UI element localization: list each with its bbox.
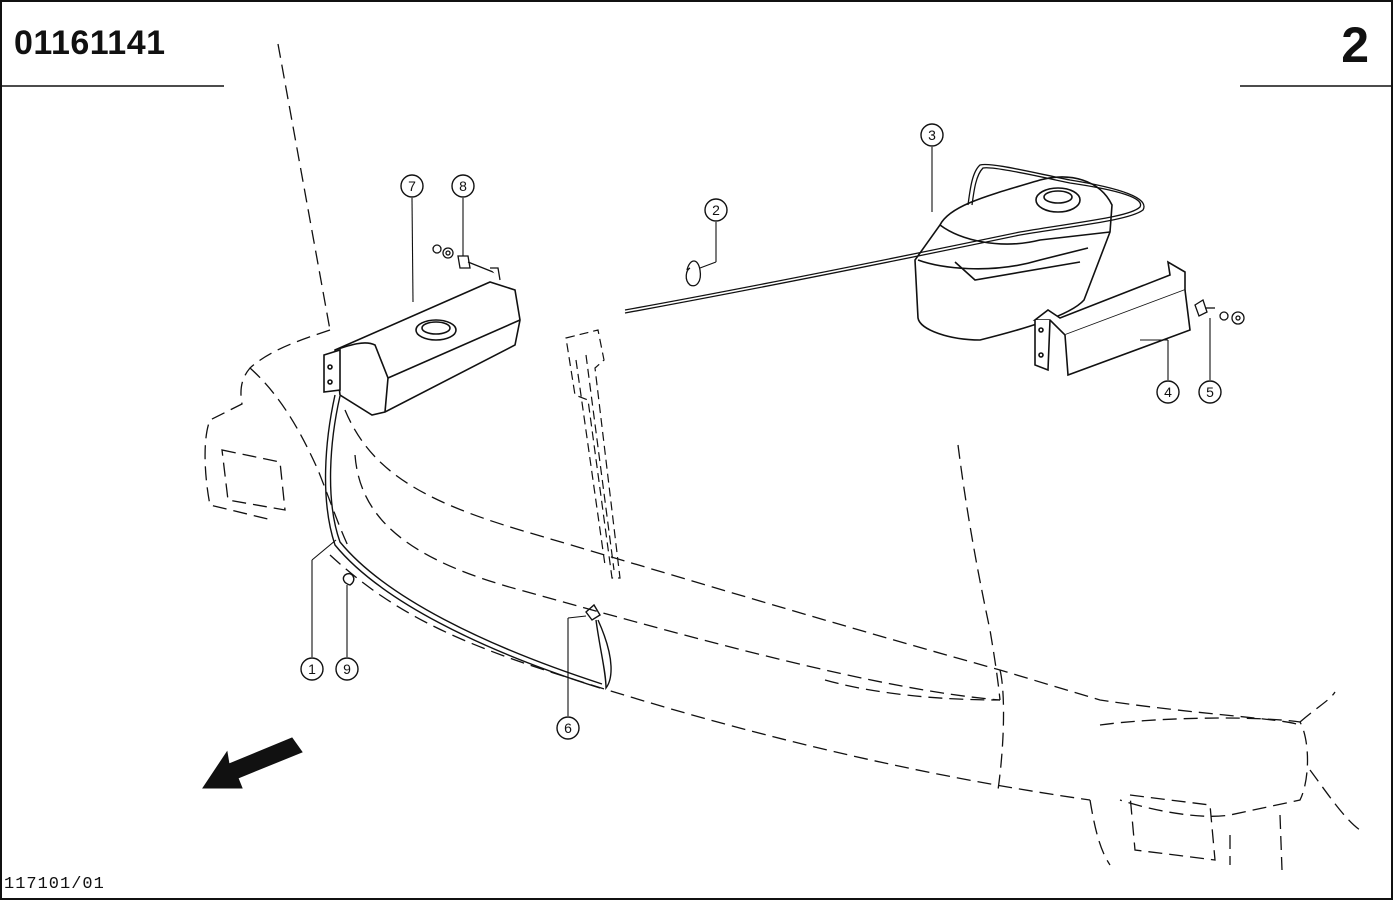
callout-5-circle [1198, 380, 1222, 404]
callout-8-label: 8 [459, 178, 467, 194]
callout-3-circle [920, 123, 944, 147]
callout-2-circle [704, 198, 728, 222]
leader-lines [311, 147, 1211, 716]
callout-3-label: 3 [928, 127, 936, 143]
callout-1-label: 1 [308, 661, 316, 677]
callout-2-label: 2 [712, 202, 720, 218]
callout-9-circle [335, 657, 359, 681]
callout-8-circle [451, 174, 475, 198]
bolt-part-5 [1194, 299, 1245, 325]
arrow-down-left-icon [202, 737, 303, 789]
callout-6-circle [556, 716, 580, 740]
callout-4-label: 4 [1164, 384, 1172, 400]
cable-part-2 [624, 163, 1145, 314]
callout-7-circle [400, 174, 424, 198]
reservoir-tank-part-7 [323, 281, 521, 416]
vehicle-body-outline [204, 43, 1361, 871]
page-number: 2 [1341, 17, 1369, 73]
wiper-arm-outline [565, 329, 621, 579]
hose-part-1 [324, 394, 603, 689]
reference-code: 117101/01 [4, 875, 105, 894]
callout-9-label: 9 [343, 661, 351, 677]
callout-labels: 1 2 3 4 5 6 7 8 9 [308, 127, 1214, 736]
callout-4-circle [1156, 380, 1180, 404]
main-tank-part-3 [914, 176, 1113, 341]
part-number: 01161141 [14, 24, 166, 62]
clip-part-9 [342, 573, 355, 586]
bracket-part-4 [1032, 260, 1191, 377]
callout-6-label: 6 [564, 720, 572, 736]
nozzle-part-6 [585, 603, 612, 691]
callout-7-label: 7 [408, 178, 416, 194]
callout-circles [300, 123, 1222, 740]
bolt-part-8 [432, 244, 501, 281]
callout-1-circle [300, 657, 324, 681]
callout-5-label: 5 [1206, 384, 1214, 400]
